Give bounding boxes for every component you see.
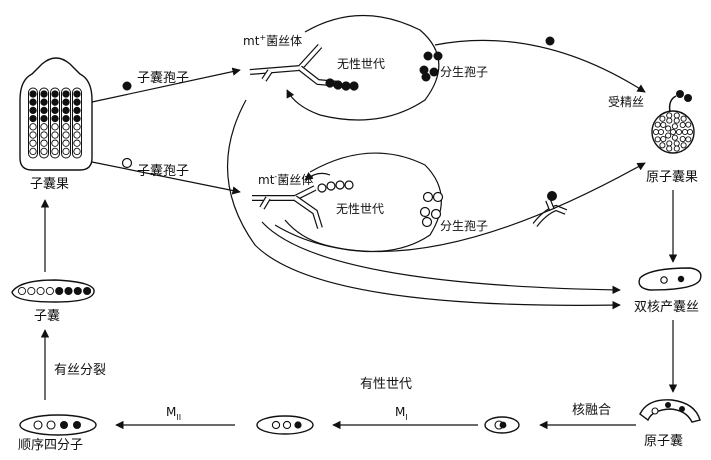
asexual-top-loop-arrow bbox=[286, 89, 321, 116]
ascus-label: 子囊 bbox=[34, 308, 60, 324]
zygote-ascus-icon bbox=[484, 416, 520, 434]
ordered-tetrad-label: 顺序四分子 bbox=[18, 438, 83, 453]
ordered-tetrad-icon bbox=[19, 414, 97, 436]
ascospore-mid-label: 子囊孢子 bbox=[137, 163, 189, 179]
ascospore-plus-arrow bbox=[91, 67, 241, 103]
asexual-mid-loop-tail bbox=[284, 219, 326, 246]
ascospore-minus-arrow bbox=[91, 161, 241, 195]
proascus-icon bbox=[639, 399, 701, 423]
ascospore-plus-icon bbox=[122, 81, 132, 91]
protoperithecium-icon bbox=[651, 90, 695, 154]
proascus-label: 原子囊 bbox=[644, 433, 683, 449]
plus-to-dikaryon-arrow bbox=[226, 99, 621, 310]
germinating-conidium-icon bbox=[532, 191, 568, 227]
ascus-icon bbox=[11, 279, 95, 303]
karyogamy-label: 核融合 bbox=[572, 403, 611, 418]
meiosis-1-label: MI bbox=[395, 405, 408, 422]
conidia-top-label: 分生孢子 bbox=[440, 65, 488, 79]
minus-to-protoperithecium-arrow bbox=[274, 162, 646, 253]
dyad-ascus-icon bbox=[256, 415, 314, 435]
mt-plus-label: mt+菌丝体 bbox=[243, 33, 302, 48]
mt-plus-mycelium-icon bbox=[249, 43, 359, 91]
conidium-transfer-icon bbox=[545, 36, 555, 46]
protoperithecium-label: 原子囊果 bbox=[646, 169, 698, 185]
conidia-top-icon bbox=[419, 51, 443, 82]
conidia-mid-label: 分生孢子 bbox=[440, 219, 488, 233]
ascospore-top-label: 子囊孢子 bbox=[137, 70, 189, 86]
sexual-generation-label: 有性世代 bbox=[360, 377, 412, 392]
perithecium-icon bbox=[19, 57, 93, 171]
conidia-to-trichogyne-arrow bbox=[434, 39, 646, 93]
mitosis-label: 有丝分裂 bbox=[54, 363, 106, 378]
mt-minus-mycelium-icon bbox=[252, 180, 354, 229]
meiosis-2-label: MII bbox=[166, 405, 181, 422]
asexual-mid-loop-arrow bbox=[304, 172, 331, 181]
dikaryon-hypha-label: 双核产囊丝 bbox=[634, 299, 699, 315]
mt-minus-label: mt-菌丝体 bbox=[258, 172, 313, 187]
ascospore-minus-icon bbox=[121, 157, 133, 169]
asexual-mid-label: 无性世代 bbox=[336, 202, 384, 216]
minus-to-dikaryon-arrow bbox=[261, 221, 621, 295]
dikaryon-hypha-icon bbox=[638, 267, 702, 291]
perithecium-label: 子囊果 bbox=[30, 176, 69, 192]
conidia-mid-icon bbox=[419, 191, 444, 228]
trichogyne-label: 受精丝 bbox=[608, 95, 644, 109]
asexual-top-label: 无性世代 bbox=[337, 57, 385, 71]
